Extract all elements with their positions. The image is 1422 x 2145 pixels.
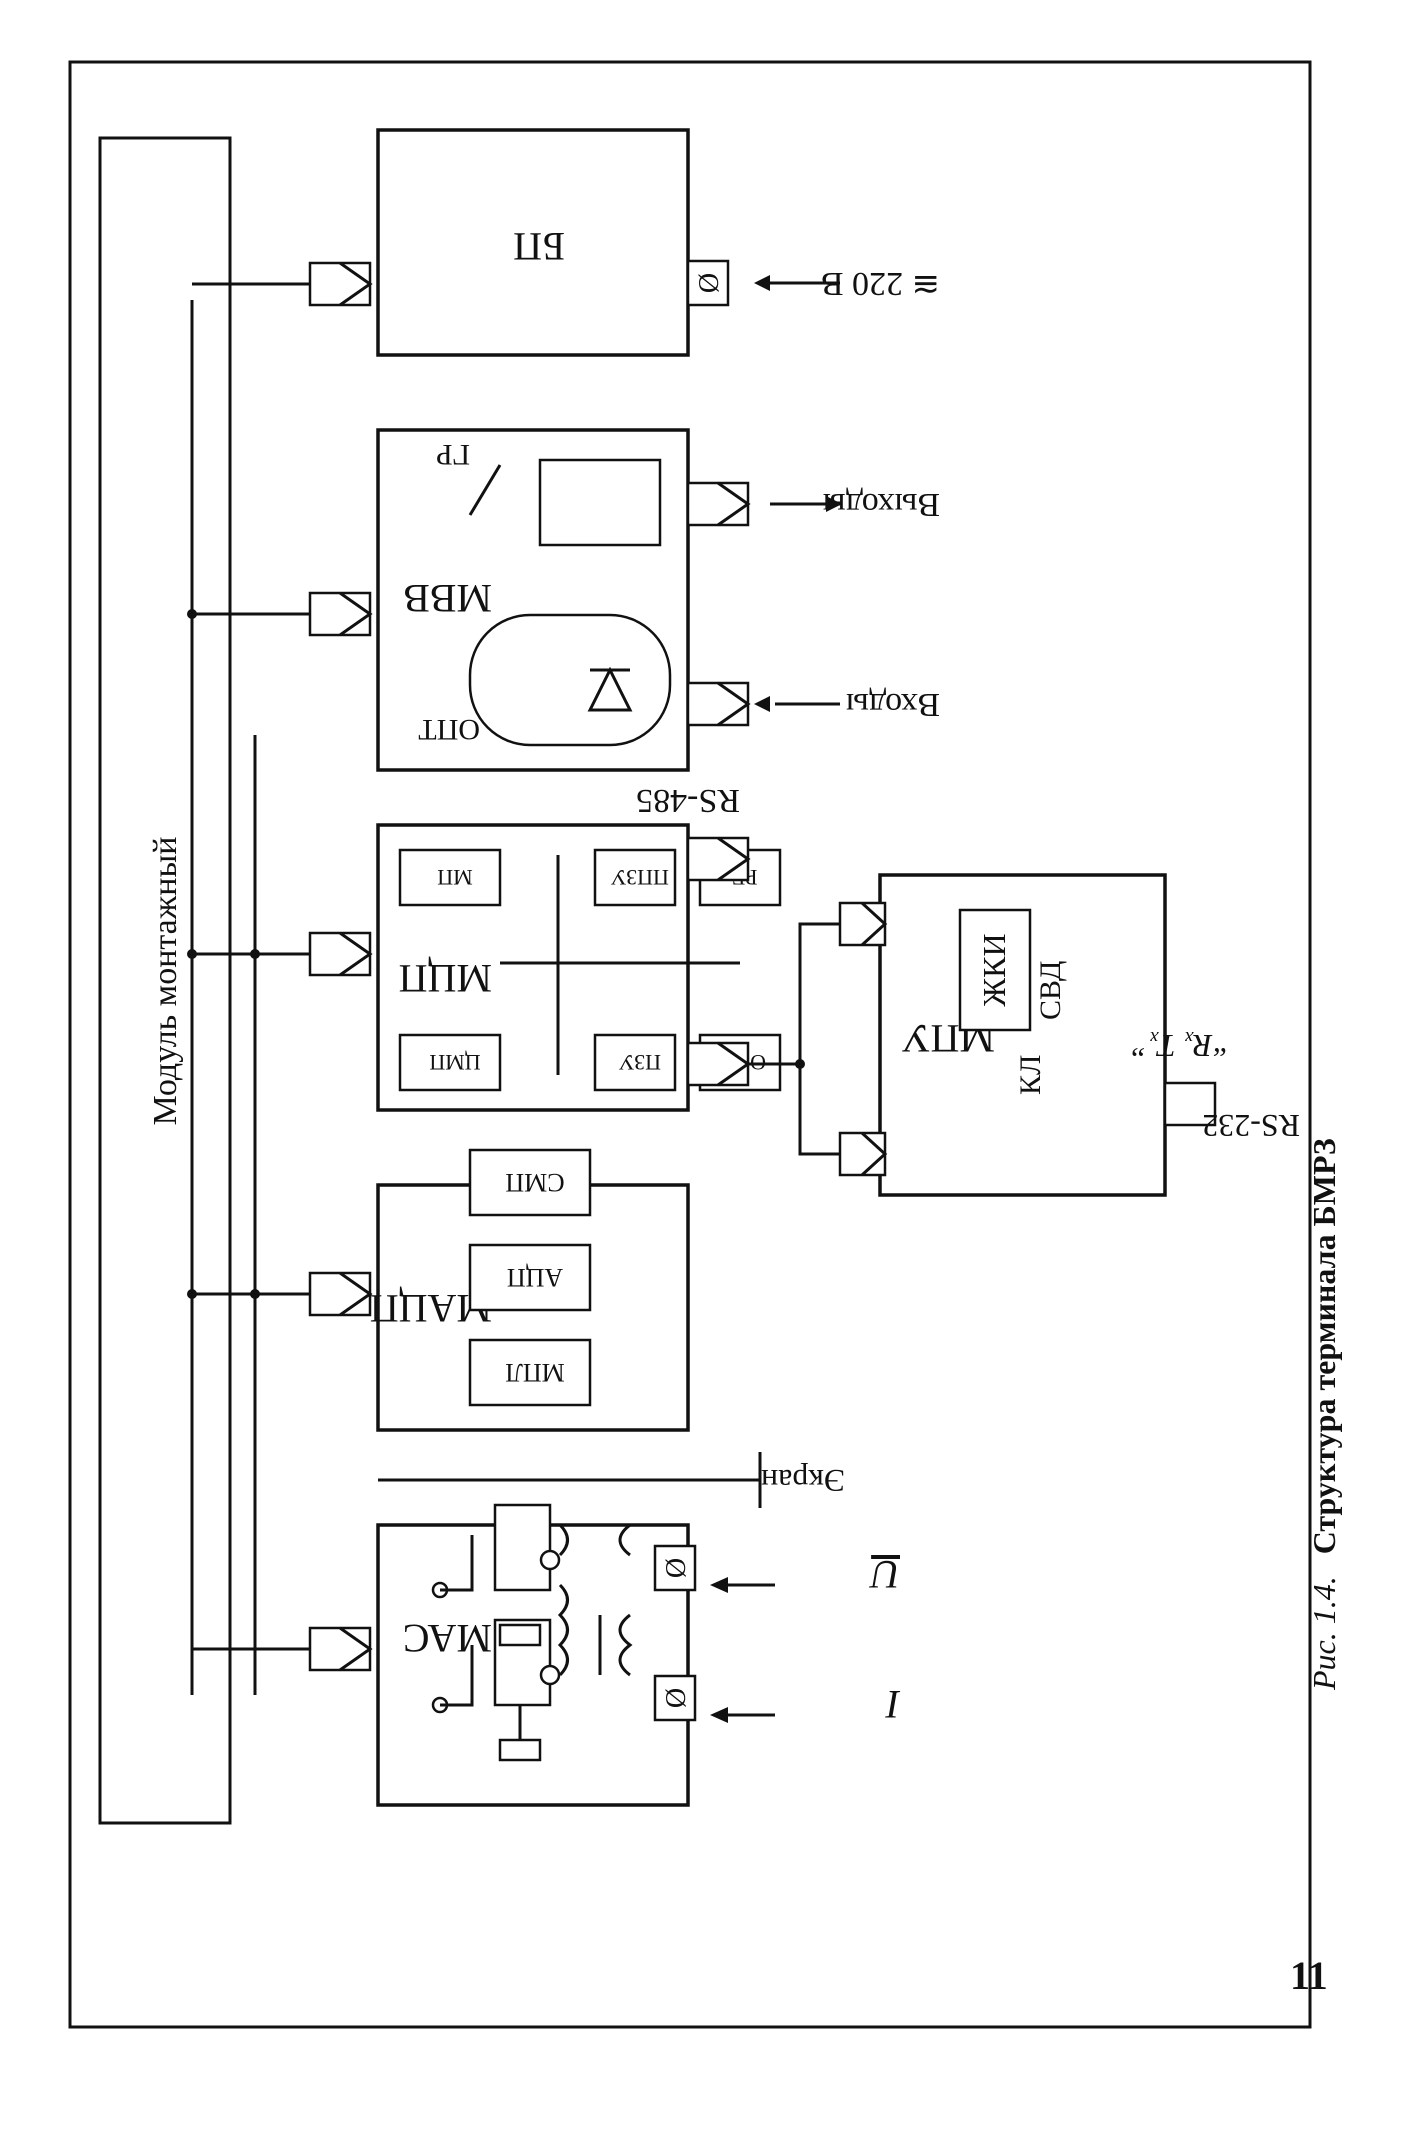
caption: Рис. 1.4. Структура терминала БМРЗ [1306, 1138, 1342, 1691]
page-number: 11 [1290, 1953, 1328, 1998]
rs232-label: RS-232 [1202, 1108, 1300, 1144]
mas-label: МАС [403, 1616, 492, 1661]
current-label: I [885, 1682, 901, 1727]
mpl-block [468, 1338, 592, 1407]
svg-text:Ø: Ø [694, 273, 725, 293]
mpu-module [878, 873, 1167, 1197]
svg-text:МПЛ: МПЛ [505, 1358, 565, 1387]
relay: ГР [436, 438, 662, 547]
outputs-label: Выходы [822, 486, 940, 523]
atsp-block [468, 1243, 592, 1312]
mounting-module-label: Модуль монтажный [147, 837, 184, 1126]
voltage-label: U [868, 1552, 900, 1597]
svg-text:ЖКИ: ЖКИ [976, 933, 1012, 1006]
figure-caption: Рис. 1.4. Структура терминала БМРЗ [1306, 1138, 1342, 1691]
svg-text:МП: МП [437, 865, 473, 890]
svg-text:СМП: СМП [505, 1168, 564, 1197]
mvv-connector [308, 591, 372, 637]
outer-frame [68, 60, 1312, 2029]
mpu-connector-2 [838, 901, 887, 947]
screen-label: Экран [761, 1463, 845, 1499]
svg-text:ППЗУ: ППЗУ [611, 865, 669, 890]
matsp-blocks: МПЛ АЦП СМП [468, 1148, 592, 1407]
svg-text:ОПТ: ОПТ [418, 713, 480, 746]
mpu-connector-1 [838, 1131, 887, 1177]
svg-text:ГР: ГР [436, 438, 470, 471]
bp-label: БП [513, 224, 565, 269]
ppzu-block [593, 848, 677, 907]
keys-label: КЛ [1014, 1055, 1047, 1095]
svg-text:Ø: Ø [661, 1688, 692, 1708]
svg-text:ПЗУ: ПЗУ [619, 1050, 661, 1075]
mas-channel-u: Ø [431, 1503, 697, 1647]
rs232-connector [1163, 1081, 1217, 1127]
svg-text:АЦП: АЦП [507, 1263, 564, 1292]
svg-text:Ø: Ø [661, 1558, 692, 1578]
rs485-label: RS-485 [636, 782, 740, 819]
inputs-connector [686, 681, 750, 727]
lcd-display [958, 908, 1032, 1032]
rxtx-label: “Rₓ Tₓ” [1131, 1028, 1230, 1064]
pzu-block [593, 1033, 677, 1092]
optocoupler: ОПТ [418, 613, 672, 747]
rs485-connector [686, 836, 750, 882]
bp-input-socket [686, 259, 730, 307]
leds-label: СВД [1034, 961, 1067, 1020]
smp-block [468, 1148, 592, 1217]
mtsp-label: МЦП [399, 956, 492, 1001]
svg-text:ЦМП: ЦМП [429, 1050, 480, 1075]
outputs-connector [686, 481, 750, 527]
inputs-label: Входы [846, 686, 940, 723]
mtsp-connector [308, 931, 372, 977]
mas-connector [308, 1626, 372, 1672]
power-label: ≅ 220 В [821, 265, 940, 302]
bp-module [376, 128, 690, 357]
tsmp-block [398, 1033, 502, 1092]
mas-channel-i: Ø [431, 1583, 697, 1762]
mvv-label: МВВ [403, 576, 492, 621]
matsp-connector [308, 1271, 372, 1317]
mp-block [398, 848, 502, 907]
mtsp-out-connector [686, 1041, 750, 1087]
diagram-body: Модуль монтажный МАС Ø [68, 60, 1312, 2029]
bp-connector [308, 261, 372, 307]
